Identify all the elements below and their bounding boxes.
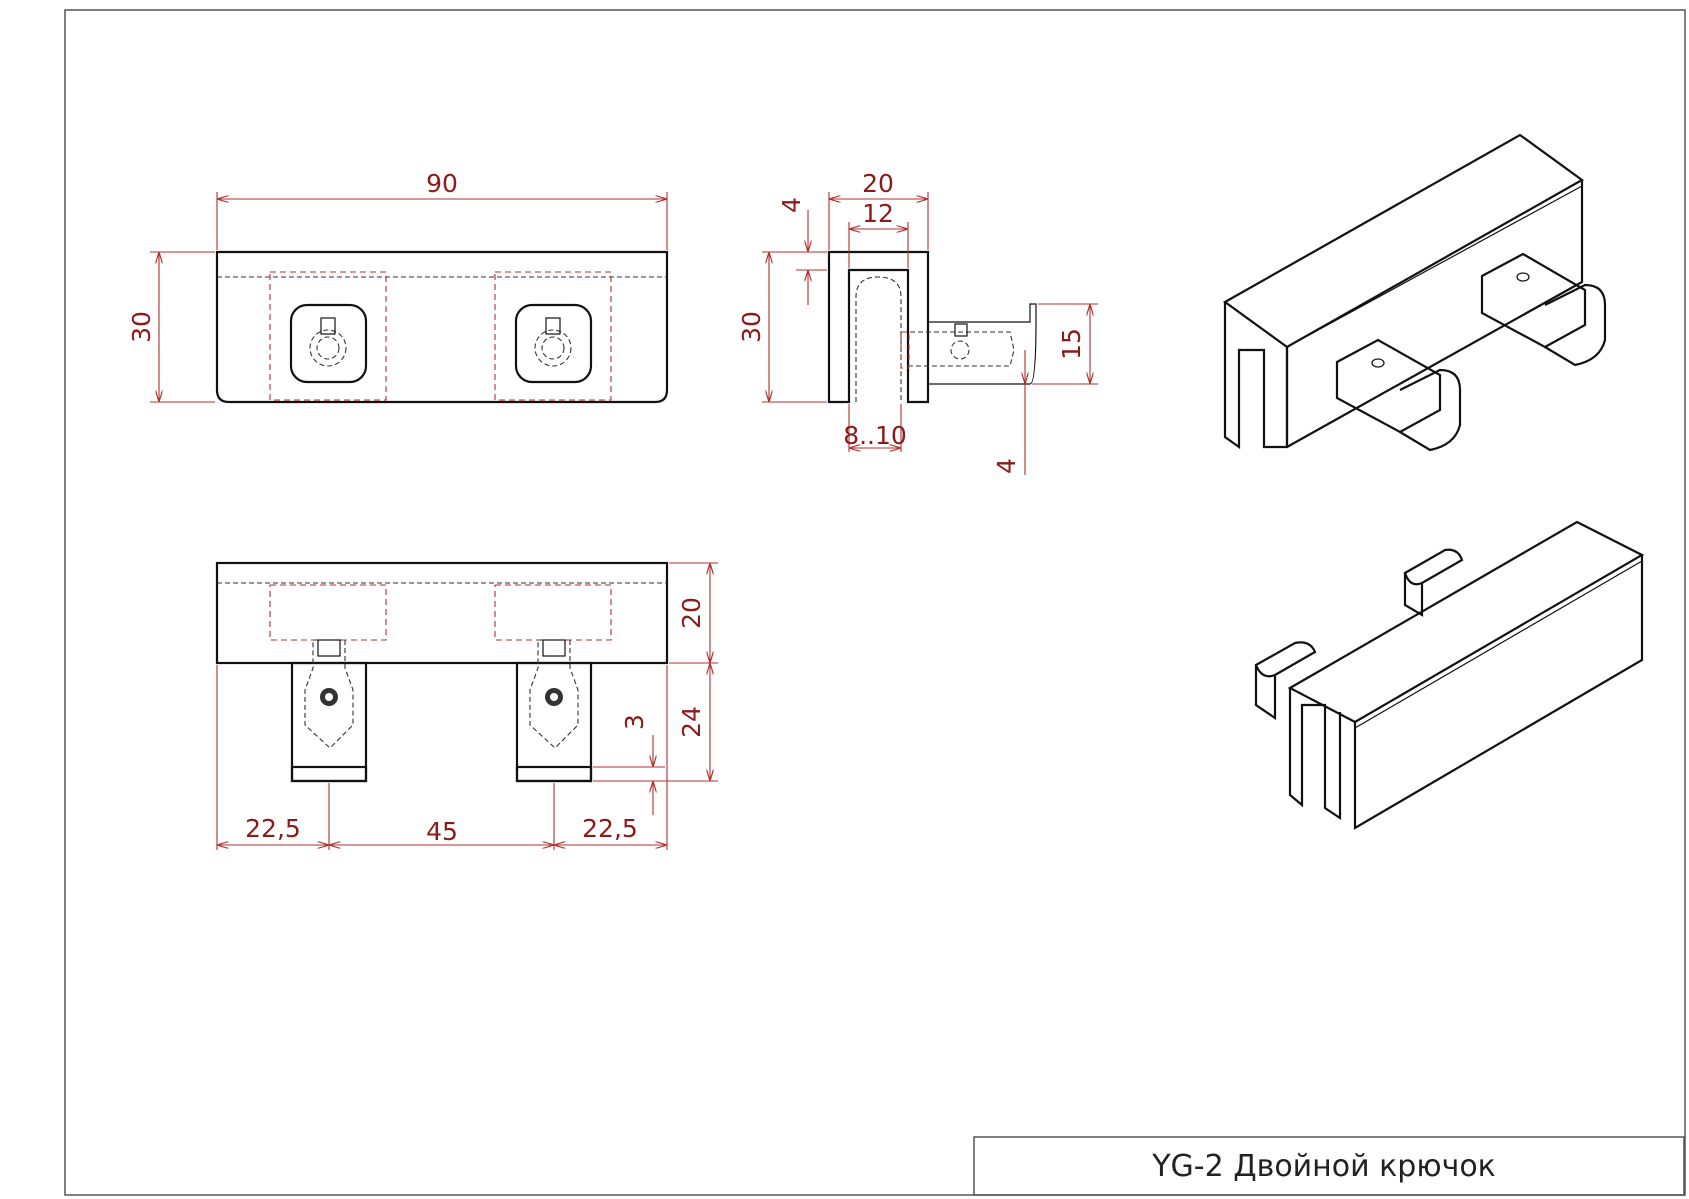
title-block: YG-2 Двойной крючок	[973, 1136, 1685, 1196]
dim-top-hook-tip: 3	[620, 714, 649, 730]
dim-top-body-depth: 20	[677, 597, 706, 629]
dim-front-height: 30	[127, 311, 156, 343]
dim-side-inner-width: 12	[862, 199, 894, 228]
isometric-view-bottom	[1254, 520, 1645, 830]
dim-front-width: 90	[426, 169, 458, 198]
side-view: 20 12 4 30 15 4 8..10	[737, 169, 1098, 475]
dim-top-spacing: 45	[426, 817, 458, 846]
dim-top-left-offset: 22,5	[245, 814, 301, 843]
dim-side-hook-height: 15	[1057, 328, 1086, 360]
dim-top-hook-length: 24	[677, 706, 706, 738]
title-text: YG-2 Двойной крючок	[1151, 1149, 1496, 1184]
sheet-frame	[64, 9, 1686, 1196]
dim-side-height: 30	[737, 311, 766, 343]
dim-side-glass: 8..10	[843, 421, 907, 450]
dim-side-top-wall: 4	[777, 197, 806, 213]
isometric-view-top	[1222, 133, 1607, 452]
dim-top-right-offset: 22,5	[582, 814, 638, 843]
front-view: 90 30	[127, 169, 669, 404]
top-view: 22,5 45 22,5 20 24 3	[215, 561, 718, 850]
dim-side-outer-width: 20	[862, 169, 894, 198]
dim-side-hook-bottom: 4	[992, 458, 1021, 474]
